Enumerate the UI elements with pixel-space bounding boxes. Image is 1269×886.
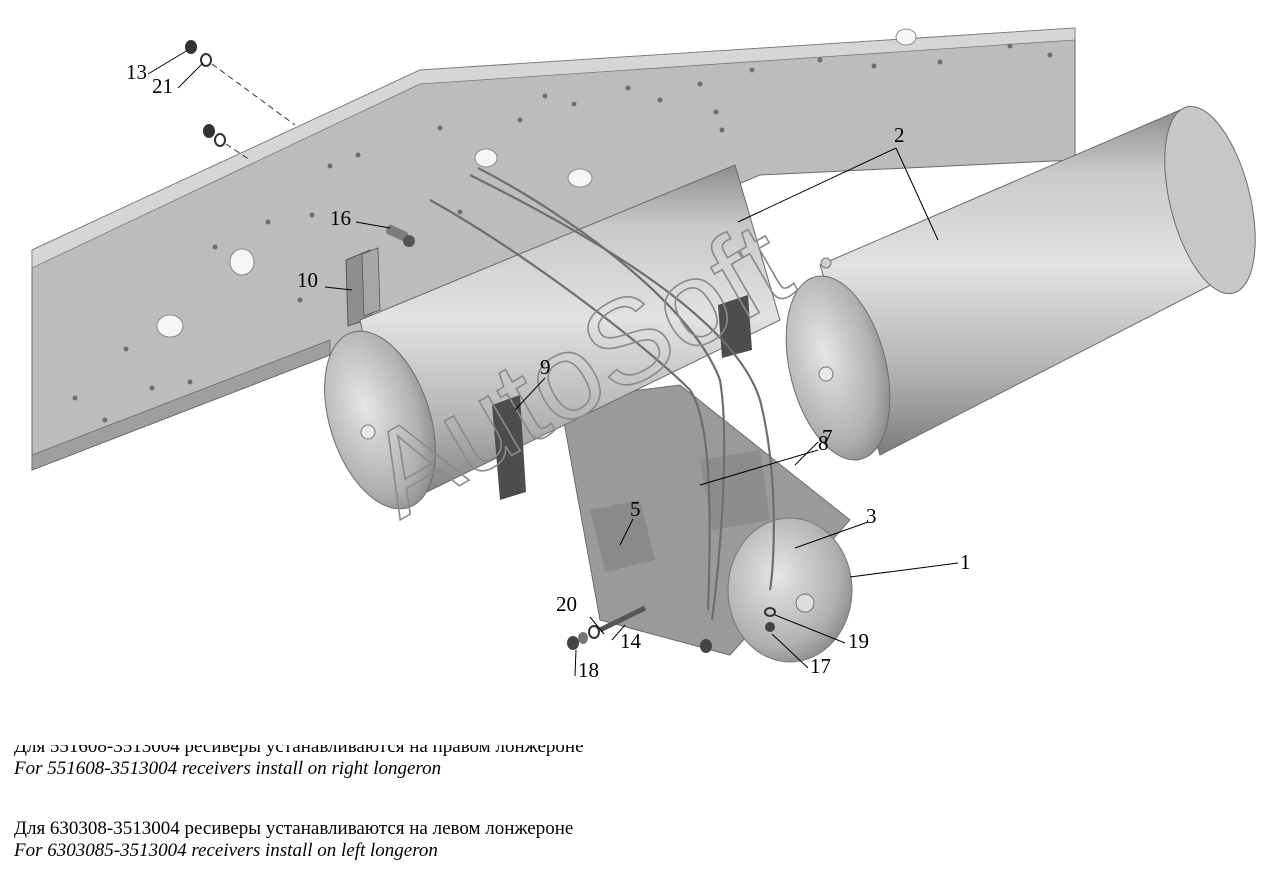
callout-19: 19	[848, 629, 869, 653]
callout-2: 2	[894, 123, 905, 147]
callout-18: 18	[578, 658, 599, 682]
receiver-2-left	[324, 164, 781, 510]
note-en: For 6303085-3513004 receivers install on…	[14, 840, 438, 861]
callout-17: 17	[810, 654, 831, 678]
callout-5: 5	[630, 497, 641, 521]
callout-8: 8	[818, 431, 829, 455]
receiver-3	[559, 384, 853, 663]
callout-14: 14	[620, 629, 642, 653]
callout-3: 3	[866, 504, 877, 528]
nut-17-washer-19	[764, 607, 776, 632]
callout-13: 13	[126, 60, 147, 84]
note-ru: Для 551608-3513004 ресиверы устанавливаю…	[14, 736, 584, 757]
callout-7: 7	[822, 425, 833, 449]
assembly-diagram: AutoSoft 13 21 16 10 2 9 8 7 3 5 1 20 14…	[31, 27, 1256, 682]
callout-9: 9	[540, 355, 551, 379]
callout-20: 20	[556, 592, 577, 616]
note-en: For 551608-3513004 receivers install on …	[14, 758, 442, 779]
receiver-2-right	[785, 105, 1256, 461]
note-left-longeron: Для 630308-3513004 ресиверы устанавливаю…	[14, 818, 573, 862]
bolt-16	[385, 224, 415, 247]
callout-1: 1	[960, 550, 971, 574]
note-right-longeron: Для 551608-3513004 ресиверы устанавливаю…	[14, 736, 584, 780]
straps	[429, 167, 775, 621]
leader-lines	[147, 49, 959, 677]
bolt-14-assembly	[567, 605, 712, 653]
callout-21: 21	[152, 74, 173, 98]
note-ru: Для 630308-3513004 ресиверы устанавливаю…	[14, 818, 574, 839]
bracket-10	[345, 247, 381, 327]
callout-labels: 13 21 16 10 2 9 8 7 3 5 1 20 14 19 18 17	[126, 60, 971, 682]
callout-16: 16	[330, 206, 351, 230]
callout-10: 10	[297, 268, 318, 292]
